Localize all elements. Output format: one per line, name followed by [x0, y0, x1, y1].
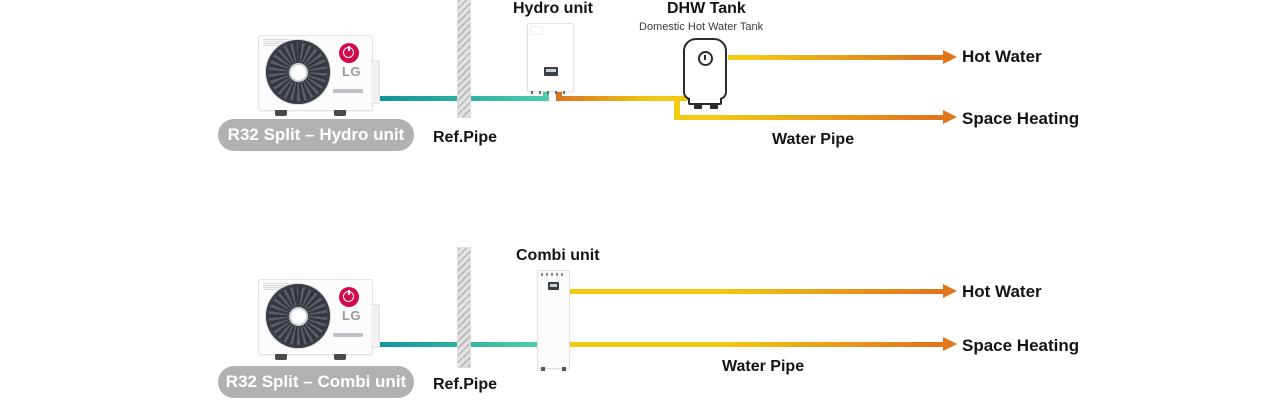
water-pipe-riser — [556, 89, 562, 101]
water-pipe-label: Water Pipe — [722, 358, 805, 375]
unit-detail — [530, 26, 543, 35]
arrow-right-icon — [943, 337, 957, 351]
lg-logo-icon — [339, 287, 359, 307]
control-display — [543, 67, 558, 76]
dhw-tank-title: DHW Tank — [667, 0, 746, 17]
ref-pipe-label: Ref.Pipe — [433, 376, 498, 393]
hydro-unit-title: Hydro unit — [513, 0, 593, 17]
side-connection-box — [371, 60, 380, 104]
tank-base — [688, 98, 722, 105]
lg-logo-icon — [339, 43, 359, 63]
side-connection-box — [371, 304, 380, 348]
hot-water-label: Hot Water — [962, 47, 1042, 66]
tank-foot — [694, 104, 702, 109]
tank-foot — [710, 104, 718, 109]
brand-label: LG — [341, 64, 361, 79]
hot-water-pipe — [728, 55, 944, 60]
top-vents — [541, 273, 566, 276]
unit-foot — [275, 110, 287, 116]
fan-icon — [266, 284, 330, 348]
water-pipe-to-tank — [556, 96, 688, 101]
dhw-tank — [683, 38, 727, 100]
gauge-icon — [697, 51, 713, 66]
unit-foot — [541, 367, 545, 371]
arrow-right-icon — [943, 284, 957, 298]
system-badge: R32 Split – Combi unit — [218, 366, 414, 398]
unit-foot — [275, 354, 287, 360]
water-pipe-drop — [674, 98, 680, 120]
vent-grille — [263, 38, 289, 46]
combi-unit-title: Combi unit — [516, 247, 600, 264]
fan-hub — [290, 308, 306, 324]
space-heating-pipe — [674, 115, 944, 120]
arrow-right-icon — [943, 50, 957, 64]
pipe-connectors — [531, 91, 569, 94]
wall-hatch — [458, 0, 470, 117]
hydro-unit — [527, 23, 574, 92]
ref-pipe-label: Ref.Pipe — [433, 129, 498, 146]
space-heating-label: Space Heating — [962, 109, 1080, 128]
space-heating-label: Space Heating — [962, 336, 1080, 355]
unit-foot — [562, 367, 566, 371]
hot-water-label: Hot Water — [962, 282, 1042, 301]
system-badge: R32 Split – Hydro unit — [218, 119, 414, 151]
space-heating-pipe — [567, 342, 944, 347]
model-text-placeholder — [333, 333, 363, 337]
outdoor-unit: LG — [258, 35, 380, 116]
control-display — [548, 282, 559, 290]
unit-foot — [334, 110, 346, 116]
fan-icon — [266, 40, 330, 104]
unit-foot — [334, 354, 346, 360]
refrigerant-pipe-riser — [543, 89, 549, 101]
dhw-tank-subtitle: Domestic Hot Water Tank — [639, 21, 764, 33]
brand-label: LG — [341, 308, 361, 323]
fan-hub — [290, 64, 306, 80]
arrow-right-icon — [943, 110, 957, 124]
refrigerant-pipe — [373, 342, 537, 347]
vent-grille — [263, 282, 289, 290]
wall-hatch — [458, 248, 470, 367]
model-text-placeholder — [333, 89, 363, 93]
outdoor-unit: LG — [258, 279, 380, 360]
combi-unit — [537, 270, 570, 371]
water-pipe-label: Water Pipe — [772, 131, 855, 148]
hot-water-pipe — [567, 289, 944, 294]
